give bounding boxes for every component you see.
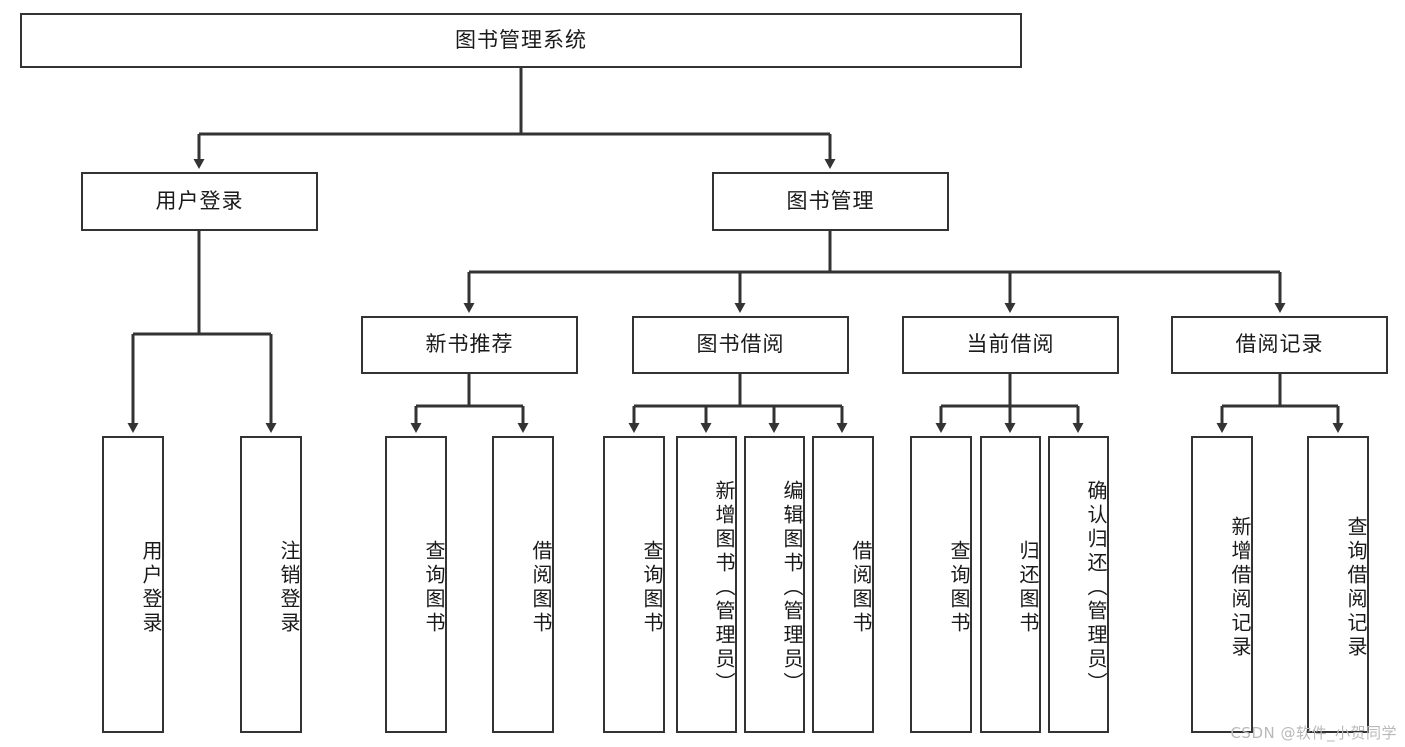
node-label: 新书推荐: [425, 332, 514, 357]
node-current-borrow[interactable]: 当前借阅: [902, 316, 1119, 374]
node-label: 借阅图书: [529, 539, 553, 636]
leaf-new-book-borrow[interactable]: 借阅图书: [492, 436, 554, 733]
node-new-book-recommend[interactable]: 新书推荐: [361, 316, 578, 374]
leaf-user-login-signout[interactable]: 注销登录: [240, 436, 302, 733]
leaf-user-login-signin[interactable]: 用户登录: [102, 436, 164, 733]
node-borrow-records[interactable]: 借阅记录: [1171, 316, 1388, 374]
node-label: 查询图书: [947, 539, 971, 636]
node-label: 查询借阅记录: [1344, 515, 1368, 660]
edge-book-manage-to-level3: [463, 231, 1286, 313]
node-label: 图书借阅: [696, 332, 785, 357]
leaf-records-add-record[interactable]: 新增借阅记录: [1191, 436, 1253, 733]
leaf-borrow-add-book-admin[interactable]: 新增图书（管理员）: [676, 436, 737, 733]
node-label: 确认归还（管理员）: [1084, 479, 1108, 696]
node-label: 图书管理: [786, 188, 875, 213]
node-user-login[interactable]: 用户登录: [81, 172, 318, 231]
node-label: 借阅记录: [1235, 332, 1324, 357]
edge-new-book-to-leaves: [410, 374, 529, 433]
node-label: 借阅图书: [849, 539, 873, 636]
node-book-management[interactable]: 图书管理: [712, 172, 949, 231]
leaf-new-book-query[interactable]: 查询图书: [385, 436, 447, 733]
node-book-borrow[interactable]: 图书借阅: [632, 316, 849, 374]
node-root-system[interactable]: 图书管理系统: [20, 13, 1022, 68]
node-label: 查询图书: [640, 539, 664, 636]
leaf-borrow-query-book[interactable]: 查询图书: [603, 436, 665, 733]
leaf-records-query-record[interactable]: 查询借阅记录: [1307, 436, 1369, 733]
node-label: 当前借阅: [966, 332, 1055, 357]
node-label: 编辑图书（管理员）: [780, 479, 804, 696]
edge-records-to-leaves: [1216, 374, 1344, 433]
node-label: 注销登录: [277, 539, 301, 636]
node-label: 归还图书: [1016, 539, 1040, 636]
leaf-current-confirm-return-admin[interactable]: 确认归还（管理员）: [1048, 436, 1109, 733]
node-label: 新增借阅记录: [1228, 515, 1252, 660]
leaf-borrow-borrow-book[interactable]: 借阅图书: [812, 436, 874, 733]
node-label: 新增图书（管理员）: [712, 479, 736, 696]
edge-current-to-leaves: [935, 374, 1084, 433]
node-label: 用户登录: [139, 539, 163, 636]
leaf-borrow-edit-book-admin[interactable]: 编辑图书（管理员）: [744, 436, 805, 733]
leaf-current-query-book[interactable]: 查询图书: [910, 436, 972, 733]
node-label: 查询图书: [422, 539, 446, 636]
node-label: 用户登录: [155, 188, 244, 213]
edge-user-login-to-leaves: [127, 231, 277, 433]
edge-borrow-to-leaves: [628, 374, 848, 433]
edge-root-to-level2: [193, 68, 836, 169]
watermark-text: CSDN @软件_小贺同学: [1230, 724, 1397, 742]
leaf-current-return-book[interactable]: 归还图书: [980, 436, 1041, 733]
node-label: 图书管理系统: [455, 27, 587, 52]
